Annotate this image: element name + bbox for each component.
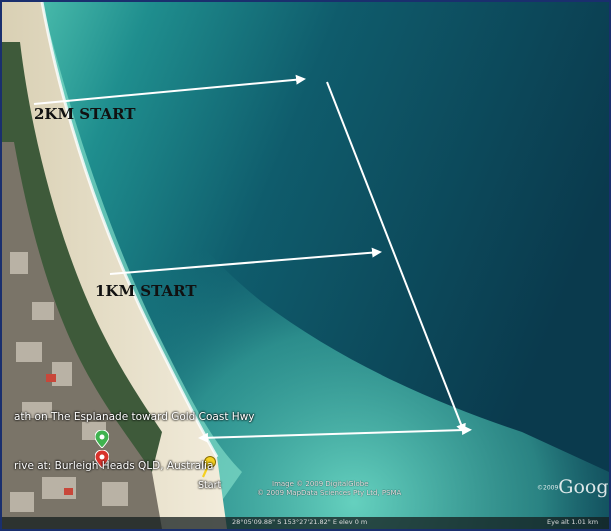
label-1km-start: 1KM START (95, 282, 197, 300)
google-logo: ©2009Googl (537, 476, 611, 498)
course-1km-line (109, 247, 382, 275)
buildings (10, 252, 128, 512)
surf-band (32, 2, 242, 529)
direction-line-1: ath on The Esplanade toward Gold Coast H… (14, 411, 255, 423)
label-2km-start: 2KM START (34, 105, 136, 123)
status-bar: 28°05'09.88" S 153°27'21.82" E elev 0 m … (2, 517, 609, 529)
urban-area (2, 142, 162, 529)
course-return-line (198, 425, 472, 443)
logo-prefix: ©2009 (537, 484, 559, 492)
coordinate-readout: 28°05'09.88" S 153°27'21.82" E elev 0 m (232, 518, 368, 526)
logo-text: Googl (558, 476, 611, 498)
surf-line (40, 2, 219, 458)
direction-line-2: rive at: Burleigh Heads QLD, Australia (14, 460, 214, 472)
imagery-credit: Image © 2009 DigitalGlobe (272, 480, 369, 488)
pushpin-icon[interactable] (200, 456, 218, 478)
start-pin-label: Start (198, 480, 222, 491)
green-marker-icon[interactable] (95, 430, 109, 448)
rooftops (46, 374, 73, 495)
red-marker-icon[interactable] (95, 450, 109, 468)
course-2km-line (33, 74, 306, 105)
eye-altitude-readout: Eye alt 1.01 km (547, 518, 599, 526)
course-diagonal-line (326, 81, 466, 434)
mapdata-credit: © 2009 MapData Sciences Pty Ltd, PSMA (257, 489, 402, 497)
